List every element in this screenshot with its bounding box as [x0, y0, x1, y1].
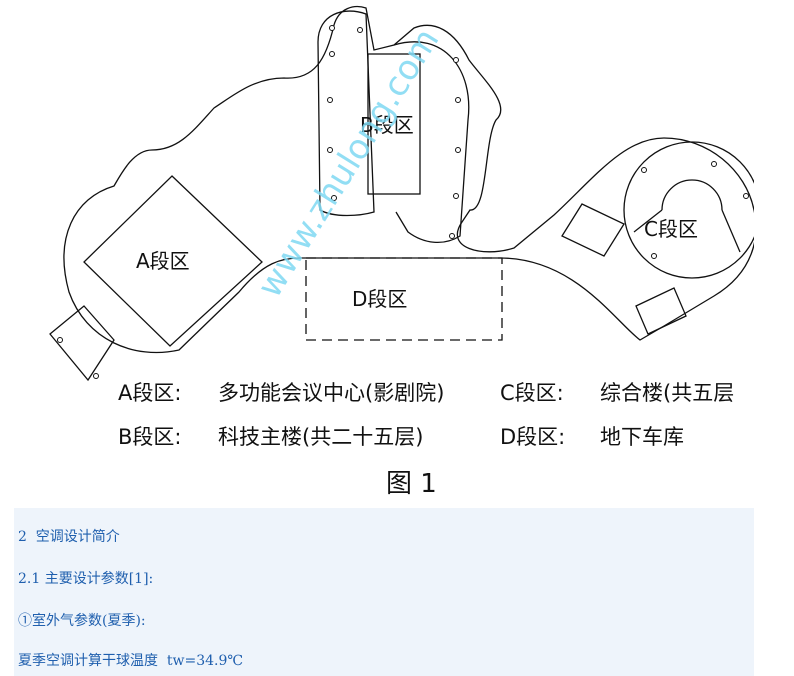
c-zone-label: C段区: [644, 217, 698, 241]
summer-temp-line: 夏季空调计算干球温度 tw=34.9℃: [18, 653, 244, 669]
figure-caption: 图 1: [386, 469, 437, 499]
c-zone-inner: [661, 179, 723, 211]
d-zone-rect: [305, 257, 503, 341]
subsection-heading: 2.1 主要设计参数[1]:: [18, 571, 154, 587]
legend-d-desc: 地下车库: [600, 425, 684, 449]
watermark-text: www.zhulong.com: [250, 22, 448, 305]
b-tower-wing: [393, 41, 470, 243]
c-annex-1: [561, 203, 625, 257]
a-annex: [49, 305, 115, 382]
legend-b-desc: 科技主楼(共二十五层): [218, 425, 423, 449]
legend-c-desc: 综合楼(共五层: [600, 381, 734, 405]
legend-c-key: C段区:: [500, 381, 564, 405]
b-core-rect: [367, 53, 421, 195]
a-zone-label: A段区: [136, 249, 190, 273]
legend-b-key: B段区:: [118, 425, 181, 449]
site-boundary: [63, 5, 754, 354]
legend-d-key: D段区:: [500, 425, 565, 449]
a-zone-diamond: [83, 175, 263, 347]
site-plan-figure: A段区 B段区 C段区 D段区 A段区: 多功能会议中心(影剧院) B段区: 科…: [14, 0, 754, 508]
c-annex-2: [635, 287, 687, 335]
b-zone-label: B段区: [360, 113, 414, 137]
c-zone-circle: [623, 141, 754, 279]
site-plan-drawing: A段区 B段区 C段区 D段区 A段区: 多功能会议中心(影剧院) B段区: 科…: [49, 5, 754, 499]
b-tower-outline: [317, 10, 375, 217]
column-dots: [57, 25, 749, 379]
legend-a-desc: 多功能会议中心(影剧院): [218, 381, 444, 405]
list-item: ①室外气参数(夏季):: [18, 613, 146, 629]
section-heading: 2 空调设计简介: [18, 529, 120, 545]
d-zone-label: D段区: [352, 287, 407, 311]
legend-a-key: A段区:: [118, 381, 181, 405]
